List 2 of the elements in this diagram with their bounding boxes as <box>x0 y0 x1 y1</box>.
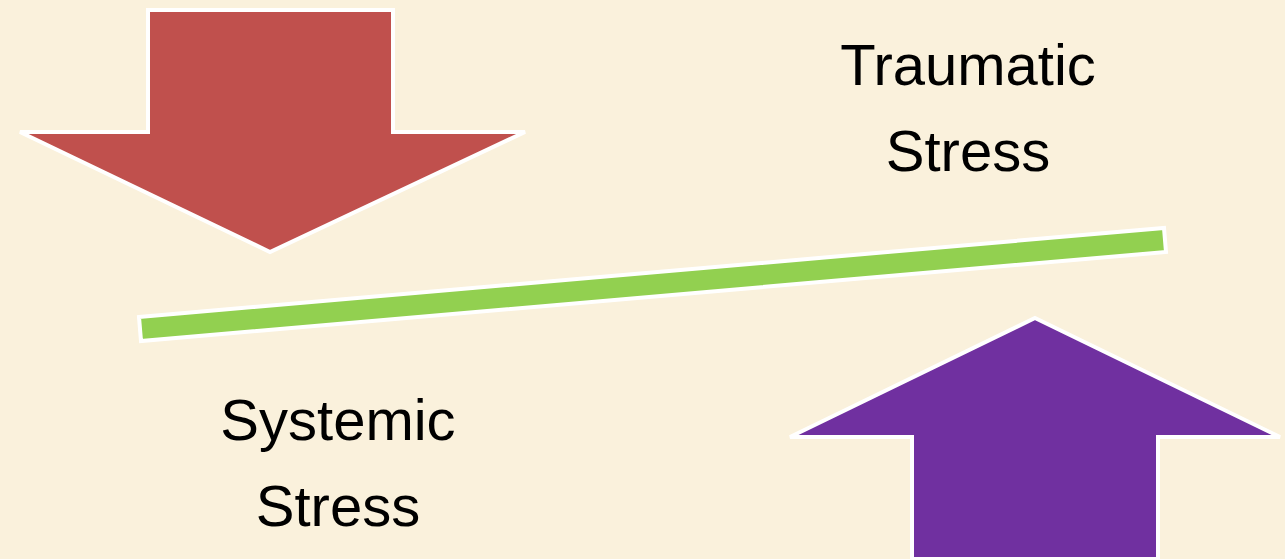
stress-label: Traumatic Stress <box>839 31 1097 185</box>
stress-label: Systemic Stress <box>219 386 457 540</box>
